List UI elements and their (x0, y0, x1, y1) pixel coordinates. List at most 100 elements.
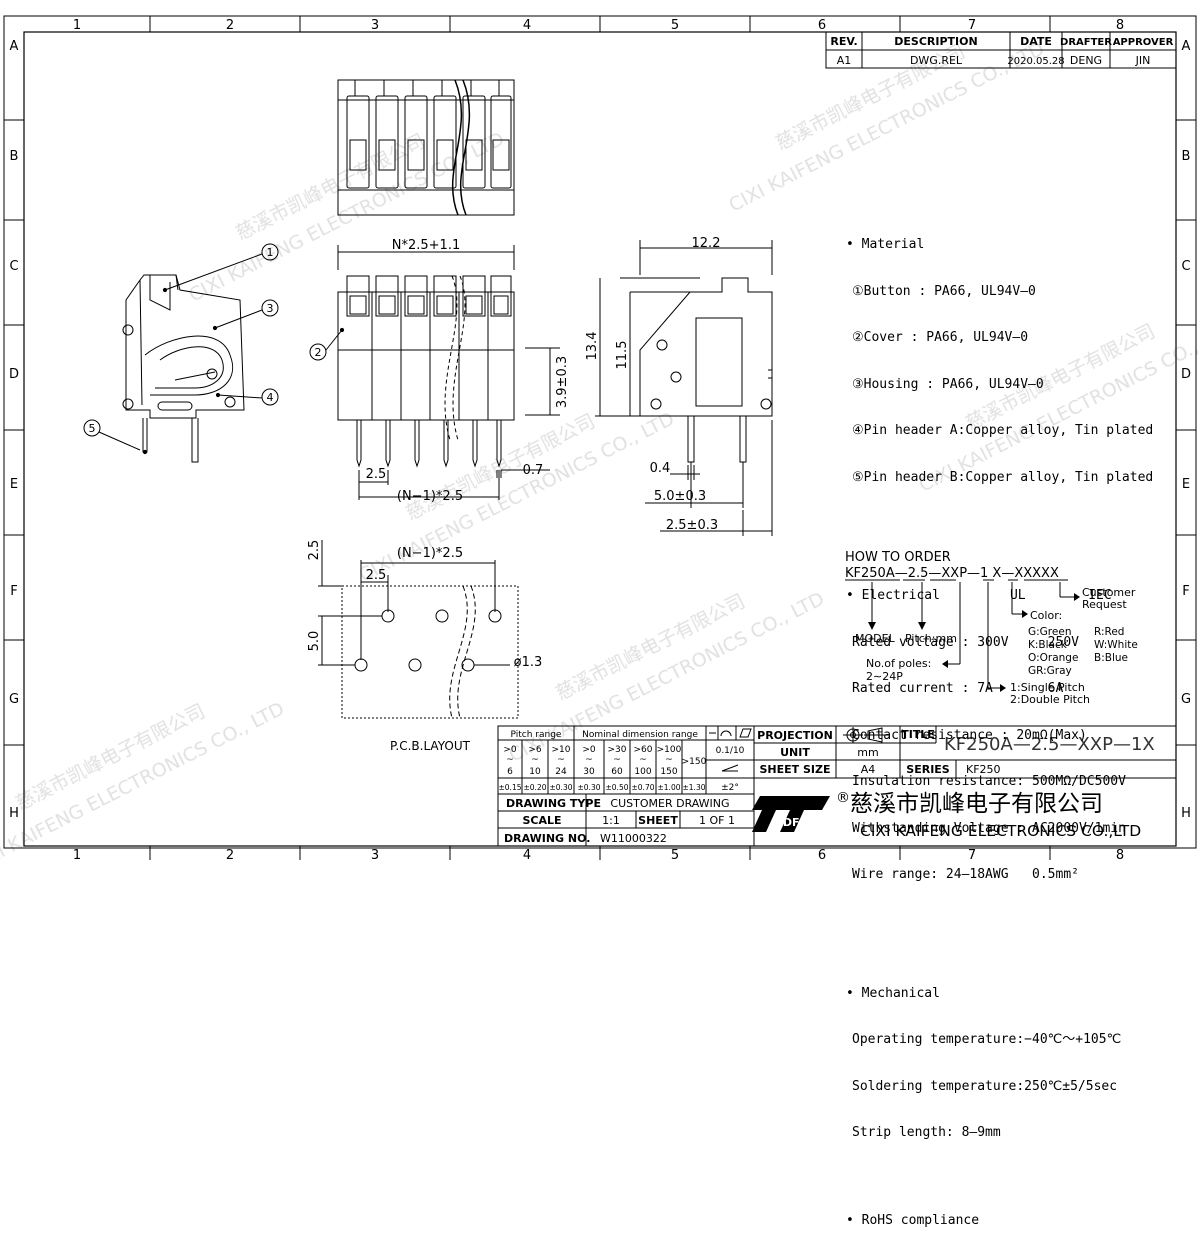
range-low: >100 (657, 745, 682, 755)
side-view-dimensions: 12.2 13.4 11.5 0.4 5.0±0.3 2.5±0.3 (585, 236, 720, 533)
callout-3: 3 (267, 302, 274, 315)
material-line: ④Pin header A:Copper alloy, Tin plated (852, 423, 1154, 438)
spec-material: • Material ①Button : PA66, UL94V—0 ②Cove… (846, 237, 1154, 485)
zone-row-label: G (1181, 692, 1191, 707)
callout-numbers: 1 2 3 4 5 (89, 246, 322, 435)
zone-row-label: A (1182, 39, 1191, 54)
flatness-value: 0.1/10 (716, 746, 745, 756)
spec-mechanical: • Mechanical Operating temperature:−40℃～… (846, 955, 1153, 1172)
approver-header: APPROVER (1113, 37, 1174, 48)
dim-pitch: 2.5 (366, 467, 387, 482)
callout-2: 2 (315, 346, 322, 359)
spec-rohs: • RoHS compliance (846, 1212, 980, 1228)
dim-pcb-edge: 2.5 (307, 540, 322, 561)
range-high: 150 (660, 767, 677, 777)
order-customer: Customer (1082, 586, 1136, 599)
sheet-label: SHEET (638, 814, 678, 827)
dim-pcb-hole: ø1.3 (514, 655, 543, 670)
dim-side-body: 11.5 (615, 341, 630, 370)
sheet-size-label: SHEET SIZE (760, 763, 831, 776)
zone-col-label: 2 (226, 848, 234, 863)
svg-text:~: ~ (531, 755, 539, 765)
tolerance-value: ±0.50 (606, 783, 629, 792)
range-low: >60 (634, 745, 653, 755)
rohs-text: RoHS compliance (861, 1212, 980, 1228)
range-high: 30 (583, 767, 595, 777)
company-name-cn: 慈溪市凯峰电子有限公司 (850, 791, 1103, 817)
order-double-pitch: 2:Double Pitch (1010, 693, 1090, 706)
tolerance-value: ±0.30 (550, 783, 573, 792)
dim-pcb-pitch-total: (N−1)*2.5 (397, 546, 463, 561)
callout-1: 1 (267, 246, 274, 259)
material-line: ②Cover : PA66, UL94V—0 (852, 330, 1029, 345)
pcb-layout-label: P.C.B.LAYOUT (390, 739, 471, 753)
zone-row-label: H (9, 806, 19, 821)
zone-col-label: 1 (73, 18, 81, 33)
series-value: KF250 (966, 763, 1001, 776)
drawing-title: KF250A—2.5—XXP—1X (944, 734, 1155, 755)
dim-side-width: 12.2 (692, 236, 721, 251)
material-line: ③Housing : PA66, UL94V—0 (852, 376, 1044, 392)
revision-table: REV. DESCRIPTION DATE DRAFTER APPROVER A… (825, 31, 1177, 69)
date-header: DATE (1020, 35, 1052, 48)
tolerance-value: ±0.30 (578, 783, 601, 792)
zone-row-label: A (10, 39, 19, 54)
dim-side-b: 2.5±0.3 (666, 518, 718, 533)
pcb-dimensions: (N−1)*2.5 2.5 2.5 5.0 ø1.3 P.C.B.LAYOUT (307, 540, 542, 753)
scale-value: 1:1 (602, 814, 620, 827)
side-view (595, 240, 773, 536)
zone-row-label: B (1182, 149, 1191, 164)
title-label: TITLE (901, 728, 935, 741)
technical-drawing-sheet: 慈溪市凯峰电子有限公司 CIXI KAIFENG ELECTRONICS CO.… (0, 15, 1200, 1228)
range-high: 100 (634, 767, 651, 777)
mechanical-line: Operating temperature:−40℃～+105℃ (852, 1032, 1122, 1047)
color-white: W:White (1094, 639, 1138, 651)
zone-col-label: 1 (73, 848, 81, 863)
electrical-line: Withstanding Voltage : AC2000V/1min (852, 820, 1126, 836)
range-high: 24 (555, 767, 567, 777)
order-poles-value: 2∼24P (866, 670, 903, 683)
zone-col-label: 6 (818, 848, 826, 863)
zone-row-label: C (9, 259, 18, 274)
electrical-title: Electrical (861, 588, 940, 603)
color-red: R:Red (1094, 626, 1124, 638)
svg-text:~: ~ (639, 755, 647, 765)
dim-pitch-total: (N−1)*2.5 (397, 489, 463, 504)
projection-label: PROJECTION (757, 729, 833, 742)
zone-col-label: 7 (968, 848, 976, 863)
front-view-dimensions: N*2.5+1.1 3.9±0.3 2.5 0.7 (N−1)*2.5 (366, 238, 570, 504)
color-green: G:Green (1028, 626, 1071, 638)
range-low: >0 (582, 745, 596, 755)
tolerance-table: Pitch range Nominal dimension range >0 >… (497, 725, 755, 795)
zone-col-label: 3 (371, 18, 379, 33)
section-view-callouts (83, 243, 345, 451)
zone-col-label: 3 (371, 848, 379, 863)
zone-row-label: F (10, 584, 17, 599)
order-poles-title: No.of poles: (866, 657, 931, 670)
company-logo-icon: DFF (752, 796, 830, 832)
svg-text:~: ~ (557, 755, 565, 765)
projection-symbol-icon (843, 727, 890, 743)
drawing-type-value: CUSTOMER DRAWING (610, 797, 729, 810)
range-high: 10 (529, 767, 541, 777)
drawing-no-value: W11000322 (600, 832, 667, 845)
description-value: DWG.REL (910, 54, 963, 67)
mechanical-title: Mechanical (861, 985, 940, 1001)
drafter-header: DRAFTER (1060, 37, 1112, 48)
zone-row-label: E (1182, 477, 1190, 492)
dim-pin-height: 3.9±0.3 (555, 356, 570, 408)
tolerance-value: ±0.15 (499, 783, 522, 792)
approver-value: JIN (1135, 54, 1151, 67)
pcb-layout (318, 540, 519, 719)
color-gray: GR:Gray (1028, 665, 1072, 677)
sheet-size-value: A4 (861, 763, 876, 776)
dim-pcb-pitch: 2.5 (366, 568, 387, 583)
range-low: >30 (608, 745, 627, 755)
series-label: SERIES (906, 763, 950, 776)
drawing-type-label: DRAWING TYPE (506, 797, 601, 810)
dim-top-width: N*2.5+1.1 (392, 238, 460, 253)
gdt-symbols-icon (709, 728, 752, 772)
zone-row-label: B (10, 149, 19, 164)
range-low: >10 (552, 745, 571, 755)
front-view (337, 245, 560, 500)
